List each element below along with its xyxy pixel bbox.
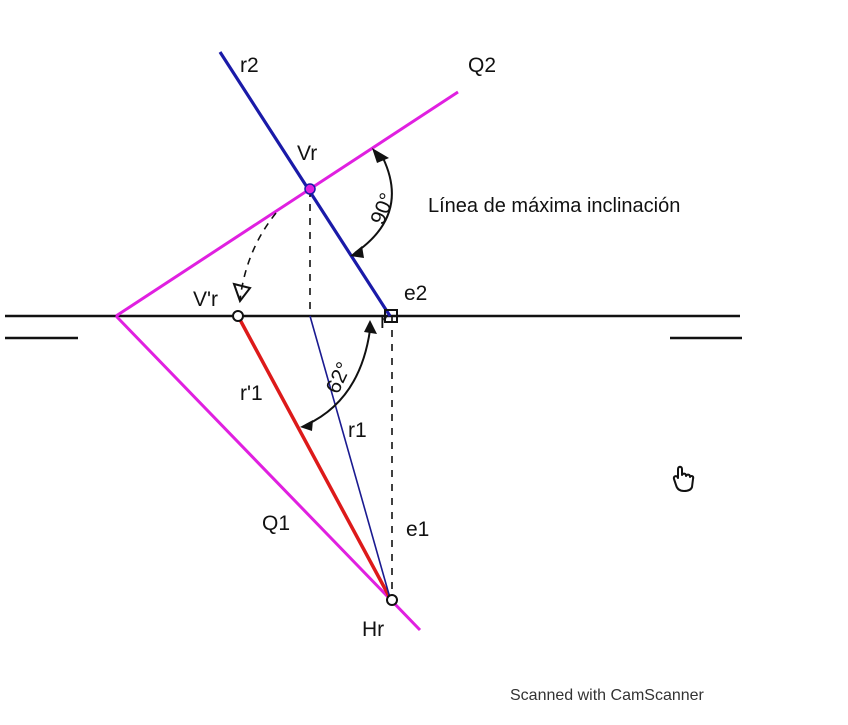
label-r2: r2	[240, 54, 259, 77]
label-vr: Vr	[297, 142, 317, 165]
label-r-small: r	[380, 310, 387, 333]
label-q2: Q2	[468, 54, 496, 77]
hand-cursor-icon	[672, 465, 695, 492]
arrowhead-90-bottom	[350, 246, 364, 258]
point-vr	[304, 183, 316, 195]
line-r1	[309, 315, 391, 599]
label-vpr: V'r	[193, 288, 218, 311]
point-hr	[386, 594, 398, 606]
point-e2-marker	[384, 309, 398, 323]
label-r1: r1	[348, 419, 367, 442]
trace-q1	[114, 314, 422, 632]
label-e2: e2	[404, 282, 427, 305]
label-r-prime-1: r'1	[240, 382, 263, 405]
arrowhead-90-top	[372, 148, 389, 163]
arrowhead-62-top	[364, 320, 377, 334]
diagram-title: Línea de máxima inclinación	[428, 195, 680, 217]
arrowhead-62-bottom	[300, 420, 313, 431]
label-e1: e1	[406, 518, 429, 541]
label-angle-62: 62°	[322, 359, 356, 398]
line-r2	[218, 51, 392, 317]
scanner-footer: Scanned with CamScanner	[510, 687, 705, 704]
label-angle-90: 90°	[366, 190, 399, 228]
point-vpr	[232, 310, 244, 322]
arc-angle-90	[354, 157, 393, 254]
label-hr: Hr	[362, 618, 384, 641]
label-q1: Q1	[262, 512, 290, 535]
arc-angle-62	[305, 329, 371, 426]
vpr-arrow-marker	[232, 282, 252, 304]
line-r-prime-1	[236, 315, 392, 599]
trace-q2	[115, 90, 459, 318]
